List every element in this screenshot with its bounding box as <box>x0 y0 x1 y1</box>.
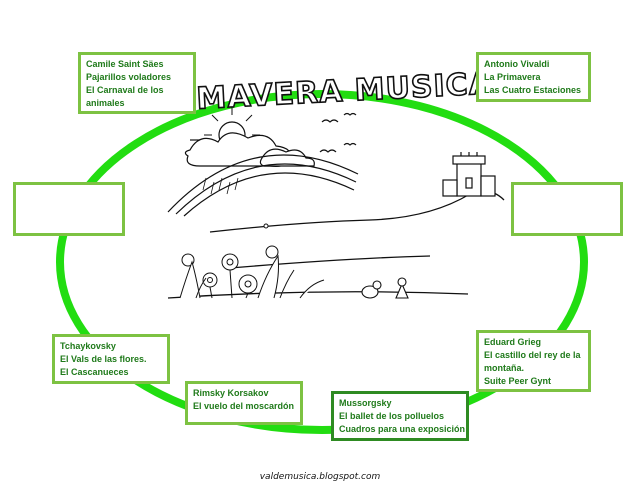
box-line: montaña. <box>484 363 525 373</box>
box-line: Camile Saint Säes <box>86 59 164 69</box>
box-line: animales <box>86 98 125 108</box>
green-ring <box>56 90 588 434</box>
flowers-drawing <box>179 223 325 299</box>
box-line: El vuelo del moscardón <box>193 401 295 411</box>
box-line: Eduard Grieg <box>484 337 542 347</box>
box-grieg: Eduard Grieg El castillo del rey de la m… <box>476 330 591 392</box>
box-vivaldi: Antonio Vivaldi La Primavera Las Cuatro … <box>476 52 591 102</box>
box-line: Suite Peer Gynt <box>484 376 552 386</box>
box-tchaikovsky: Tchaykovsky El Vals de las flores. El Ca… <box>52 334 170 384</box>
box-line: El Vals de las flores. <box>60 354 147 364</box>
box-mussorgsky: Mussorgsky El ballet de los polluelos Cu… <box>331 391 469 441</box>
castle-drawing <box>442 152 496 197</box>
box-saint-saens: Camile Saint Säes Pajarillos voladores E… <box>78 52 196 114</box>
box-line: Mussorgsky <box>339 398 392 408</box>
box-line: El Carnaval de los <box>86 85 164 95</box>
hill-drawing <box>167 190 505 299</box>
sun-cloud-drawing <box>184 107 315 167</box>
box-line: Rimsky Korsakov <box>193 388 269 398</box>
footer-url: valdemusica.blogspot.com <box>259 472 381 482</box>
chicks-drawing <box>361 277 409 299</box>
box-line: Cuadros para una exposición <box>339 424 466 434</box>
rain-drawing <box>202 177 239 195</box>
box-line: Antonio Vivaldi <box>484 59 550 69</box>
box-right-empty <box>511 182 623 236</box>
box-line: Tchaykovsky <box>60 341 116 351</box>
birds-drawing <box>319 112 357 153</box>
box-left-empty <box>13 182 125 236</box>
box-line: El ballet de los polluelos <box>339 411 445 421</box>
box-line: La Primavera <box>484 72 541 82</box>
box-rimsky: Rimsky Korsakov El vuelo del moscardón <box>185 381 303 425</box>
rainbow-drawing <box>167 154 359 217</box>
box-line: Las Cuatro Estaciones <box>484 85 582 95</box>
box-line: Pajarillos voladores <box>86 72 172 82</box>
box-line: El Cascanueces <box>60 367 129 377</box>
box-line: El castillo del rey de la <box>484 350 581 360</box>
